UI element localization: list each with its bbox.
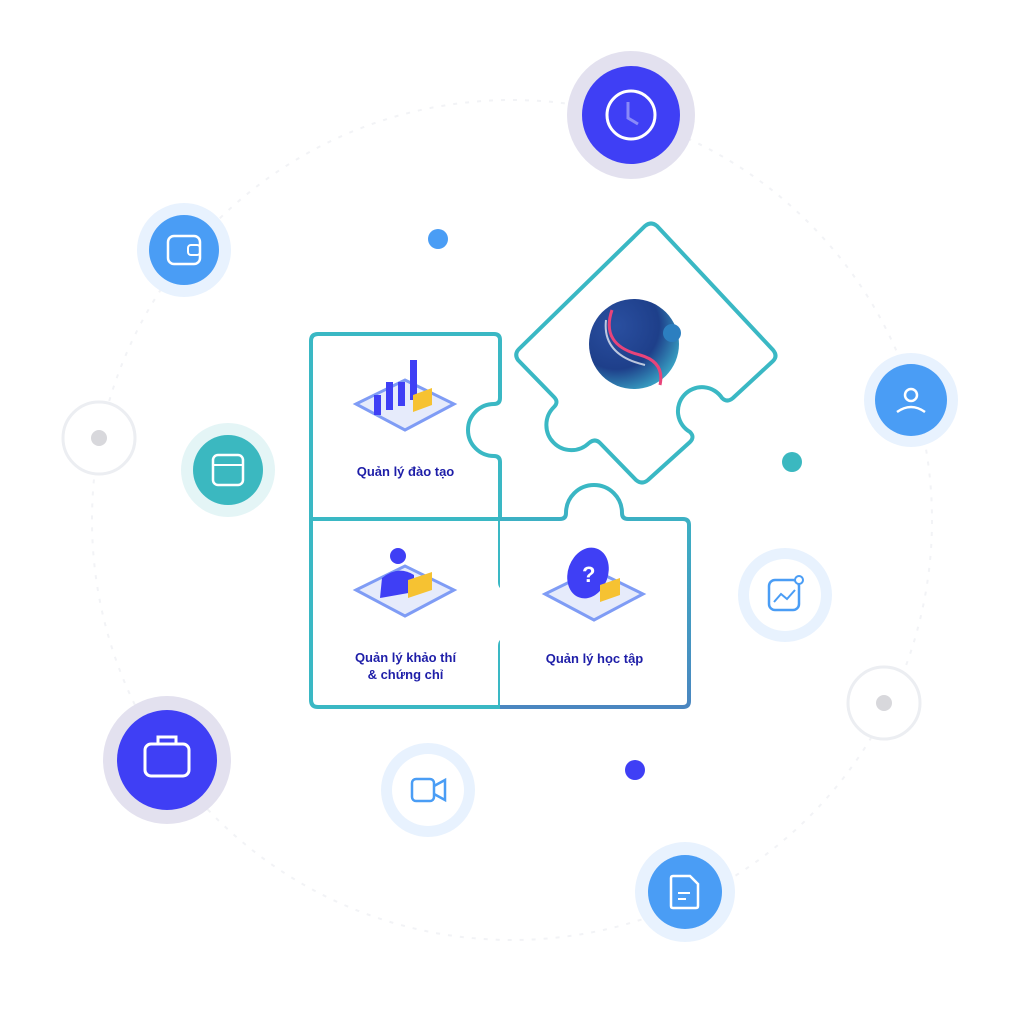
document-icon xyxy=(635,842,735,942)
wallet-icon xyxy=(137,203,231,297)
decor-dot xyxy=(428,229,448,249)
svg-text:?: ? xyxy=(582,562,595,587)
brand-logo xyxy=(589,299,681,389)
user-card-icon xyxy=(352,548,458,618)
module-label-exam-line1: Quản lý khảo thí xyxy=(354,650,457,665)
briefcase-icon xyxy=(103,696,231,824)
decor-dot xyxy=(782,452,802,472)
video-icon xyxy=(381,743,475,837)
calendar-icon xyxy=(181,423,275,517)
decor-dot xyxy=(625,760,645,780)
module-label-training[interactable]: Quản lý đào tạo xyxy=(356,464,455,479)
clock-icon xyxy=(567,51,695,179)
module-label-learning[interactable]: Quản lý học tập xyxy=(545,651,644,666)
chart-icon xyxy=(738,548,832,642)
module-label-exam[interactable]: Quản lý khảo thí & chứng chỉ xyxy=(311,649,500,683)
users-icon xyxy=(864,353,958,447)
bar-chart-icon xyxy=(352,360,458,432)
question-chat-icon: ? xyxy=(541,547,647,622)
module-label-exam-line2: & chứng chỉ xyxy=(367,667,444,682)
